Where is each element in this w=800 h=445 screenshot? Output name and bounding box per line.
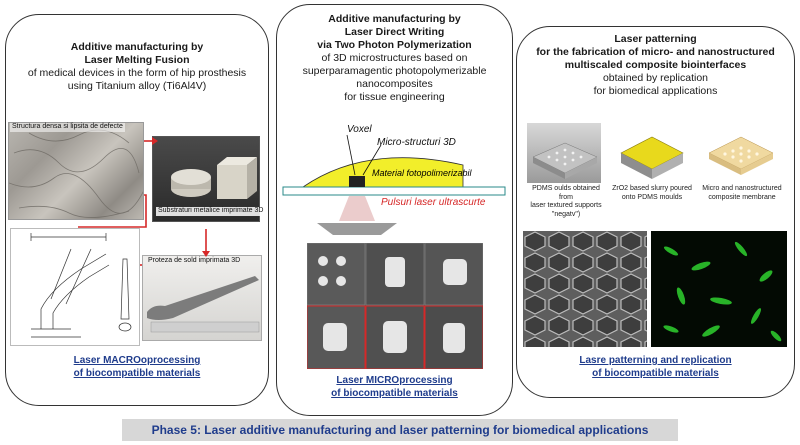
micrograph-texture (9, 129, 143, 218)
panel-laser-melting-fusion: Additive manufacturing by Laser Melting … (5, 14, 269, 406)
zro2-shape (620, 136, 684, 179)
panel3-title-rest: obtained by replication for biomedical a… (593, 72, 718, 97)
panel2-title-rest: of 3D microstructures based on superpara… (302, 52, 487, 103)
caption-pdms-moulds: PDMS oulds obtained from laser textured … (530, 185, 602, 218)
panel1-title-rest: of medical devices in the form of hip pr… (27, 67, 247, 92)
sem-image-grid (307, 243, 483, 369)
zro2-slurry-image (617, 123, 687, 183)
fluorescence-cells-image (651, 231, 787, 347)
pdms-mould-image (527, 123, 601, 183)
panel3-footer: Lasre patterning and replication of bioc… (579, 355, 732, 379)
label-micro-structures: Micro-structuri 3D (377, 137, 456, 148)
prosthesis-shape (147, 276, 260, 333)
sem-tiles (307, 243, 483, 369)
panel1-title: Additive manufacturing by Laser Melting … (6, 41, 268, 93)
substrate-shapes (171, 157, 257, 199)
label-voxel: Voxel (347, 124, 372, 135)
phase-banner: Phase 5: Laser additive manufacturing an… (122, 419, 678, 441)
panel3-title: Laser patterning for the fabrication of … (517, 33, 794, 98)
label-ultrashort-pulses: Pulsuri laser ultrascurte (381, 197, 486, 208)
sem-honeycomb-image (523, 231, 647, 347)
panel3-title-bold: Laser patterning for the fabrication of … (536, 33, 775, 71)
label-photopolymer-material: Material fotopolimerizabil (372, 168, 472, 178)
panel2-footer: Laser MICROprocessing of biocompatible m… (331, 375, 458, 399)
caption-prosthesis: Proteza de sold imprimata 3D (148, 257, 241, 264)
composite-membrane-image (705, 123, 777, 183)
caption-composite-membrane: Micro and nanostructured composite membr… (702, 185, 782, 201)
prosthesis-technical-drawing (10, 228, 140, 346)
caption-substrates: Substraturi metalice imprimate 3D (156, 207, 266, 216)
dense-structure-micrograph (8, 122, 144, 220)
technical-drawing-lines (30, 233, 132, 338)
membrane-shape (708, 136, 774, 175)
red-connector-arrows (78, 137, 210, 266)
pdms-mould-shape (532, 142, 598, 179)
panel2-title: Additive manufacturing by Laser Direct W… (277, 13, 512, 104)
panel1-footer: Laser MACROoprocessing of biocompatible … (73, 355, 201, 379)
panel-laser-patterning: Laser patterning for the fabrication of … (516, 26, 795, 398)
fluorescent-cells (663, 241, 782, 342)
panel1-title-bold: Additive manufacturing by Laser Melting … (70, 41, 204, 66)
hip-prosthesis-photo (142, 255, 262, 341)
honeycomb-pattern (523, 231, 647, 347)
two-photon-schematic (282, 134, 506, 235)
caption-zro2-slurry: ZrO2 based slurry poured onto PDMS mould… (612, 185, 692, 201)
panel-laser-direct-writing: Additive manufacturing by Laser Direct W… (276, 4, 513, 416)
caption-dense-structure: Structura densa si lipsita de defecte (10, 123, 125, 132)
panel2-title-bold: Additive manufacturing by Laser Direct W… (317, 13, 472, 51)
